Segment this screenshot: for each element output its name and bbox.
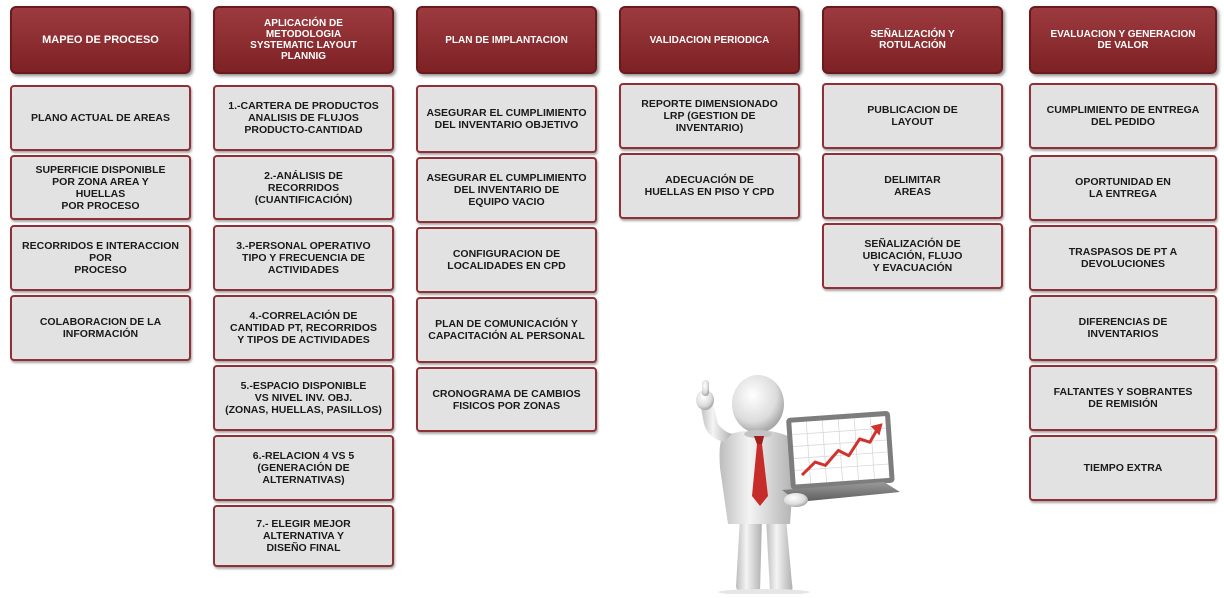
process-box: TIEMPO EXTRA bbox=[1029, 435, 1217, 501]
column-senalizacion-rotulacion: SEÑALIZACIÓN Y ROTULACIÓN PUBLICACION DE… bbox=[822, 6, 1003, 289]
column-evaluacion-valor: EVALUACION Y GENERACION DE VALOR CUMPLIM… bbox=[1029, 6, 1217, 501]
process-box: ASEGURAR EL CUMPLIMIENTO DEL INVENTARIO … bbox=[416, 157, 597, 223]
process-box: FALTANTES Y SOBRANTES DE REMISIÓN bbox=[1029, 365, 1217, 431]
process-box: CONFIGURACION DE LOCALIDADES EN CPD bbox=[416, 227, 597, 293]
process-box: PUBLICACION DE LAYOUT bbox=[822, 83, 1003, 149]
process-box: 5.-ESPACIO DISPONIBLE VS NIVEL INV. OBJ.… bbox=[213, 365, 394, 431]
process-box: SEÑALIZACIÓN DE UBICACIÓN, FLUJO Y EVACU… bbox=[822, 223, 1003, 289]
process-box: 7.- ELEGIR MEJOR ALTERNATIVA Y DISEÑO FI… bbox=[213, 505, 394, 567]
process-box: PLAN DE COMUNICACIÓN Y CAPACITACIÓN AL P… bbox=[416, 297, 597, 363]
column-validacion-periodica: VALIDACION PERIODICA REPORTE DIMENSIONAD… bbox=[619, 6, 800, 219]
process-box: CUMPLIMIENTO DE ENTREGA DEL PEDIDO bbox=[1029, 83, 1217, 149]
column-header: EVALUACION Y GENERACION DE VALOR bbox=[1029, 6, 1217, 74]
column-header: APLICACIÓN DE METODOLOGIA SYSTEMATIC LAY… bbox=[213, 6, 394, 74]
process-box: 6.-RELACION 4 VS 5 (GENERACIÓN DE ALTERN… bbox=[213, 435, 394, 501]
process-box: DIFERENCIAS DE INVENTARIOS bbox=[1029, 295, 1217, 361]
process-box: ASEGURAR EL CUMPLIMIENTO DEL INVENTARIO … bbox=[416, 85, 597, 153]
process-box: SUPERFICIE DISPONIBLE POR ZONA AREA Y HU… bbox=[10, 155, 191, 220]
process-box: ADECUACIÓN DE HUELLAS EN PISO Y CPD bbox=[619, 153, 800, 219]
process-box: TRASPASOS DE PT A DEVOLUCIONES bbox=[1029, 225, 1217, 291]
process-box: 3.-PERSONAL OPERATIVO TIPO Y FRECUENCIA … bbox=[213, 225, 394, 291]
process-box: 4.-CORRELACIÓN DE CANTIDAD PT, RECORRIDO… bbox=[213, 295, 394, 361]
process-box: 2.-ANÁLISIS DE RECORRIDOS (CUANTIFICACIÓ… bbox=[213, 155, 394, 220]
column-header: VALIDACION PERIODICA bbox=[619, 6, 800, 74]
process-box: COLABORACION DE LA INFORMACIÓN bbox=[10, 295, 191, 361]
column-aplicacion-metodologia: APLICACIÓN DE METODOLOGIA SYSTEMATIC LAY… bbox=[213, 6, 394, 567]
process-box: 1.-CARTERA DE PRODUCTOS ANALISIS DE FLUJ… bbox=[213, 85, 394, 151]
process-box: RECORRIDOS E INTERACCION POR PROCESO bbox=[10, 225, 191, 291]
column-plan-de-implantacion: PLAN DE IMPLANTACION ASEGURAR EL CUMPLIM… bbox=[416, 6, 597, 432]
process-box: PLANO ACTUAL DE AREAS bbox=[10, 85, 191, 151]
column-header: SEÑALIZACIÓN Y ROTULACIÓN bbox=[822, 6, 1003, 74]
process-box: REPORTE DIMENSIONADO LRP (GESTION DE INV… bbox=[619, 83, 800, 149]
column-header: PLAN DE IMPLANTACION bbox=[416, 6, 597, 74]
column-mapeo-de-proceso: MAPEO DE PROCESO PLANO ACTUAL DE AREAS S… bbox=[10, 6, 191, 361]
figure-with-laptop-illustration bbox=[696, 375, 900, 594]
process-box: DELIMITAR AREAS bbox=[822, 153, 1003, 219]
process-box: CRONOGRAMA DE CAMBIOS FISICOS POR ZONAS bbox=[416, 367, 597, 432]
process-box: OPORTUNIDAD EN LA ENTREGA bbox=[1029, 155, 1217, 221]
column-header: MAPEO DE PROCESO bbox=[10, 6, 191, 74]
